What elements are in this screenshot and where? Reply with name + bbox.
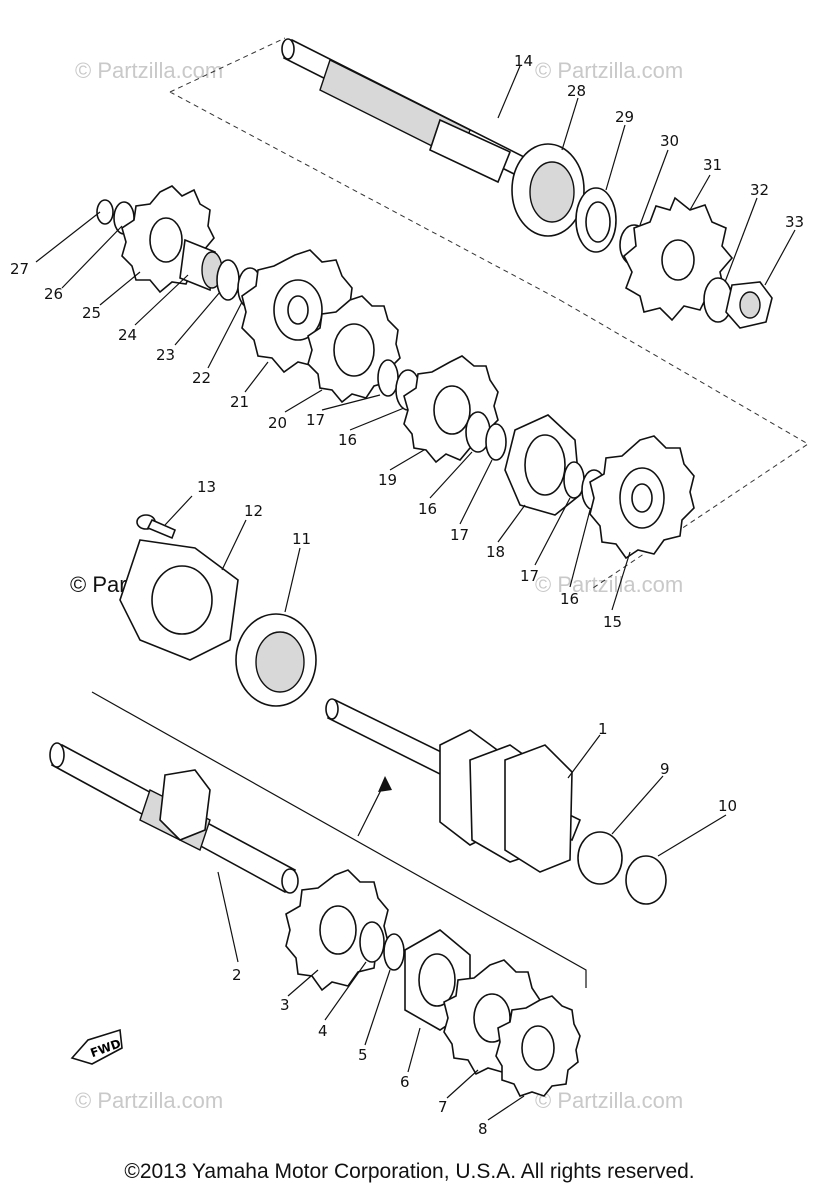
callout-3: 3 [280, 996, 290, 1014]
callout-17-middle: 17 [450, 526, 469, 544]
callout-16-upper: 16 [338, 431, 357, 449]
circlip-part-27 [96, 199, 114, 225]
drive-axle-part-14 [281, 38, 532, 184]
callout-10: 10 [718, 797, 737, 815]
circlip-part-5 [383, 933, 405, 971]
callout-15: 15 [603, 613, 622, 631]
callout-33: 33 [785, 213, 804, 231]
callout-20: 20 [268, 414, 287, 432]
gear-part-3 [285, 869, 389, 992]
callout-31: 31 [703, 156, 722, 174]
callout-17-upper: 17 [306, 411, 325, 429]
gear-part-15 [589, 435, 695, 560]
callout-25: 25 [82, 304, 101, 322]
callout-4: 4 [318, 1022, 328, 1040]
main-axle-assembly-part-1 [325, 698, 582, 873]
bearing-retainer-plate-part-12 [119, 539, 239, 661]
bearing-part-10 [625, 855, 667, 905]
callout-19: 19 [378, 471, 397, 489]
circlip-part-17-lower [563, 461, 585, 499]
callout-2: 2 [232, 966, 242, 984]
main-axle-assembly-bracket [91, 691, 587, 988]
leader-lines [35, 65, 796, 1121]
bearing-part-28 [511, 143, 585, 237]
callout-17-lower: 17 [520, 567, 539, 585]
gear-part-18 [504, 414, 581, 516]
callout-23: 23 [156, 346, 175, 364]
callout-labels: 14 28 29 30 31 32 33 27 26 25 24 23 22 2… [10, 52, 804, 1138]
callout-21: 21 [230, 393, 249, 411]
callout-28: 28 [567, 82, 586, 100]
callout-6: 6 [400, 1073, 410, 1091]
callout-16-lower: 16 [560, 590, 579, 608]
callout-18: 18 [486, 543, 505, 561]
lock-washer-part-32 [703, 277, 733, 323]
nut-part-33 [725, 281, 773, 329]
callout-5: 5 [358, 1046, 368, 1064]
callout-26: 26 [44, 285, 63, 303]
callout-1: 1 [598, 720, 608, 738]
copyright-notice: ©2013 Yamaha Motor Corporation, U.S.A. A… [124, 1160, 695, 1183]
callout-9: 9 [660, 760, 670, 778]
callout-27: 27 [10, 260, 29, 278]
watermark-bottom-right: © Partzilla.com [535, 1088, 683, 1113]
watermark-top-right: © Partzilla.com [535, 58, 683, 83]
callout-29: 29 [615, 108, 634, 126]
gear-part-20 [307, 295, 401, 404]
washer-part-4 [359, 921, 385, 963]
callout-22: 22 [192, 369, 211, 387]
callout-32: 32 [750, 181, 769, 199]
callout-8: 8 [478, 1120, 488, 1138]
bearing-part-9 [577, 831, 623, 885]
circlip-part-17-upper [377, 359, 399, 397]
watermark-bottom-left: © Partzilla.com [75, 1088, 223, 1113]
callout-7: 7 [438, 1098, 448, 1116]
callout-24: 24 [118, 326, 137, 344]
callout-12: 12 [244, 502, 263, 520]
circlip-part-17-middle [485, 423, 507, 461]
watermark-top-left: © Partzilla.com [75, 58, 223, 83]
forward-direction-arrow: FWD [70, 1028, 123, 1065]
bearing-part-11 [235, 613, 317, 707]
callout-14: 14 [514, 52, 533, 70]
callout-16-middle: 16 [418, 500, 437, 518]
main-axle-part-2 [49, 742, 299, 894]
assembly-arrowhead [378, 776, 392, 792]
watermark-mid-right: © Partzilla.com [535, 572, 683, 597]
bolt-part-13 [136, 514, 177, 540]
oil-seal-part-29 [575, 187, 617, 253]
washer-part-23 [216, 259, 240, 301]
gear-part-8 [495, 995, 581, 1097]
callout-30: 30 [660, 132, 679, 150]
callout-11: 11 [292, 530, 311, 548]
callout-13: 13 [197, 478, 216, 496]
